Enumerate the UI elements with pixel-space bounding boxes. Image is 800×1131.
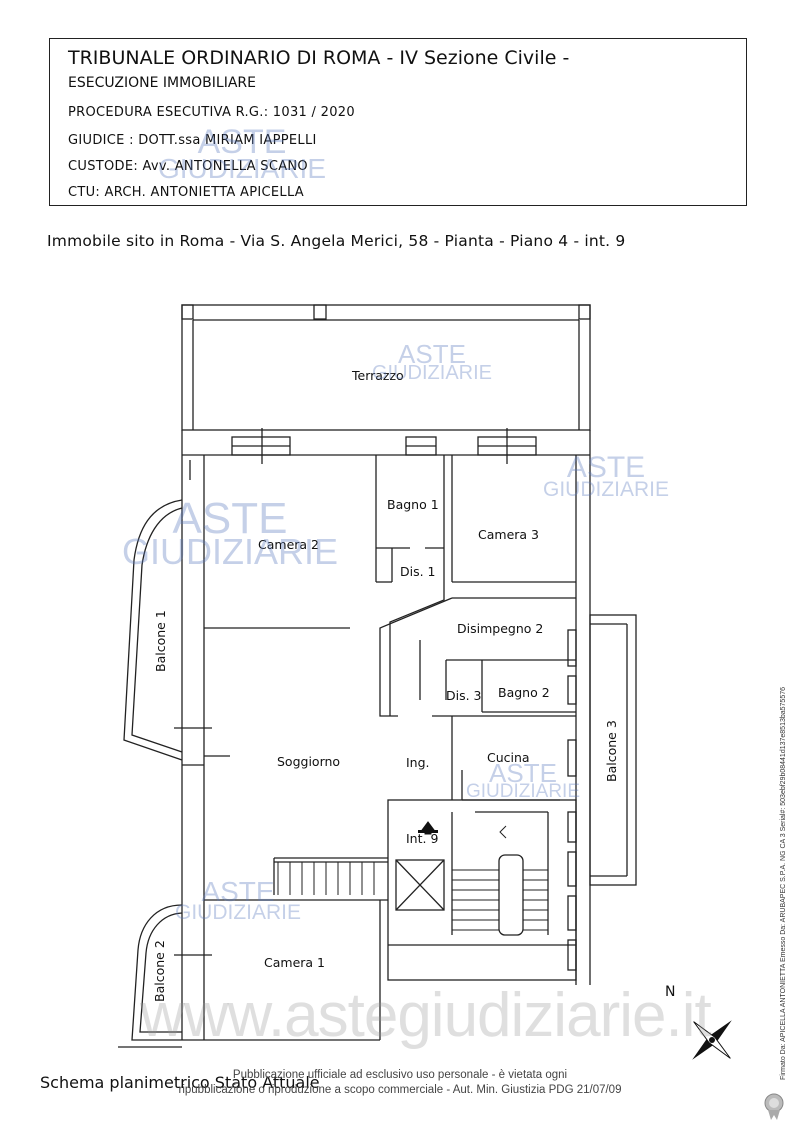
publication-notice: Pubblicazione ufficiale ad esclusivo uso… <box>170 1068 630 1098</box>
property-address: Immobile sito in Roma - Via S. Angela Me… <box>47 232 626 250</box>
header-box: TRIBUNALE ORDINARIO DI ROMA - IV Sezione… <box>49 38 747 206</box>
ctu: CTU: ARCH. ANTONIETTA APICELLA <box>68 185 304 200</box>
judge: GIUDICE : DOTT.ssa MIRIAM IAPPELLI <box>68 133 317 148</box>
room-bagno-1: Bagno 1 <box>387 497 439 512</box>
room-camera-2: Camera 2 <box>258 537 319 552</box>
room-balcone-1: Balcone 1 <box>153 610 168 672</box>
room-dis-1: Dis. 1 <box>400 564 436 579</box>
website-watermark: www.astegiudiziarie.it <box>140 981 712 1050</box>
room-ingresso: Ing. <box>406 755 430 770</box>
digital-signature-text: Firmato Da: APICELLA ANTONIETTA Emesso D… <box>780 686 787 1080</box>
room-camera-3: Camera 3 <box>478 527 539 542</box>
room-soggiorno: Soggiorno <box>277 754 340 769</box>
custodian: CUSTODE: Avv. ANTONELLA SCANO <box>68 159 308 174</box>
publication-notice-line-1: Pubblicazione ufficiale ad esclusivo uso… <box>232 1069 568 1081</box>
room-balcone-2: Balcone 2 <box>152 940 167 1002</box>
room-terrazzo: Terrazzo <box>351 368 404 383</box>
room-cucina: Cucina <box>487 750 530 765</box>
procedure-type: ESECUZIONE IMMOBILIARE <box>68 75 256 91</box>
room-int-9: Int. 9 <box>406 831 438 846</box>
room-disimpegno-2: Disimpegno 2 <box>457 621 543 636</box>
room-camera-1: Camera 1 <box>264 955 325 970</box>
compass-north-label: N <box>665 984 676 1000</box>
plan-caption: Schema planimetrico Stato Attuale <box>40 1073 320 1092</box>
room-dis-3: Dis. 3 <box>446 688 482 703</box>
publication-notice-line-2: ripubblicazione o riproduzione a scopo c… <box>178 1084 622 1096</box>
room-balcone-3: Balcone 3 <box>604 720 619 782</box>
compass-rose-icon <box>692 1020 732 1060</box>
case-number: PROCEDURA ESECUTIVA R.G.: 1031 / 2020 <box>68 105 355 120</box>
terrace-outline <box>181 304 591 431</box>
room-bagno-2: Bagno 2 <box>498 685 550 700</box>
court-title: TRIBUNALE ORDINARIO DI ROMA - IV Sezione… <box>68 47 570 69</box>
seal-icon <box>764 1093 784 1120</box>
